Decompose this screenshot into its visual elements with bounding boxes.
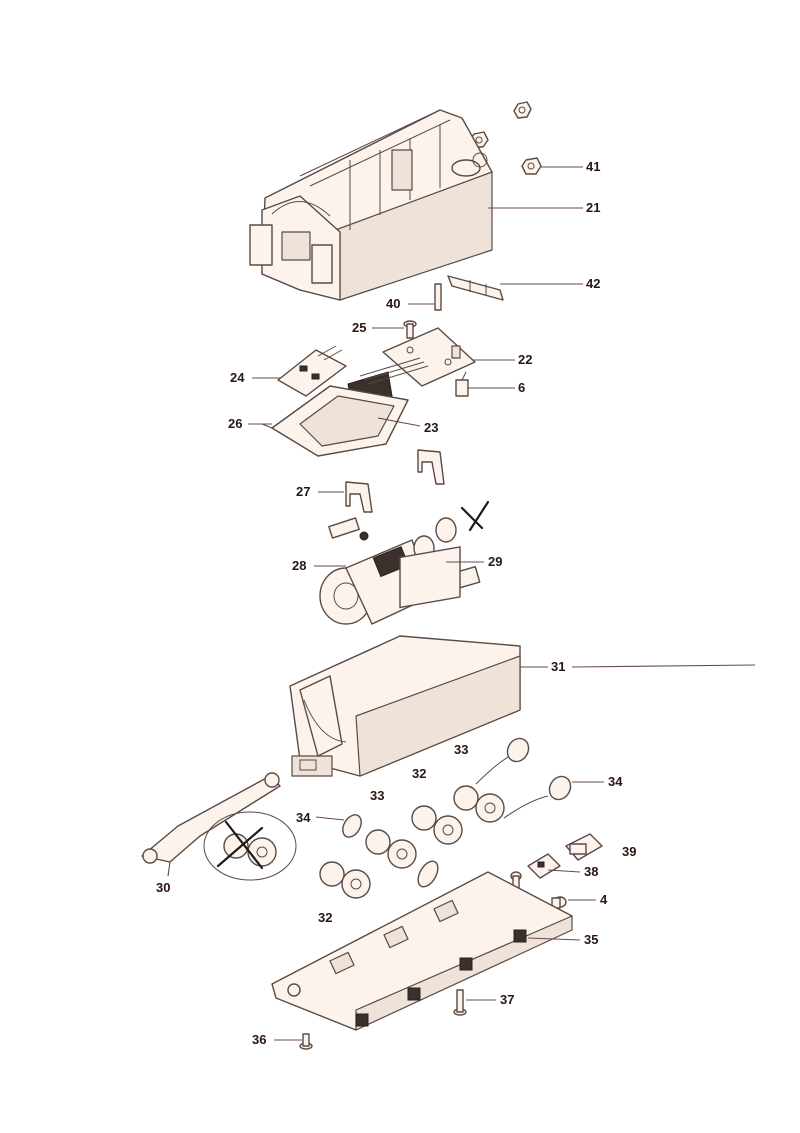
- label-24: 24: [230, 370, 245, 385]
- part-31-chassis: [289, 546, 521, 777]
- label-36: 36: [252, 1032, 266, 1047]
- label-37: 37: [500, 992, 514, 1007]
- part-37-screw: [453, 989, 467, 1016]
- label-32-upper: 32: [412, 766, 426, 781]
- wheelset-32-upper: [411, 805, 463, 845]
- label-33-right: 33: [454, 742, 468, 757]
- label-26: 26: [228, 416, 242, 431]
- wheelset-33-center: [365, 829, 439, 888]
- wheelset-33-right: [453, 753, 515, 823]
- label-30: 30: [156, 880, 170, 895]
- part-4-screws: [510, 871, 567, 909]
- label-22: 22: [518, 352, 532, 367]
- label-31: 31: [551, 659, 565, 674]
- label-23: 23: [424, 420, 438, 435]
- part-42-bracket: [447, 275, 504, 301]
- crossed-out-part-top: [460, 500, 490, 532]
- wheelset-left-circled: [203, 811, 297, 881]
- label-34-right: 34: [608, 774, 623, 789]
- label-25: 25: [352, 320, 366, 335]
- part-21-body-shell: [249, 109, 493, 301]
- part-labels: 41 21 42 40 25 22 24 6 26 23 27 28 29 31…: [156, 159, 636, 1047]
- leader-lines: [167, 166, 756, 1041]
- label-4: 4: [600, 892, 608, 907]
- part-24-decoder-board: [277, 345, 347, 397]
- label-41: 41: [586, 159, 600, 174]
- label-35: 35: [584, 932, 598, 947]
- label-40: 40: [386, 296, 400, 311]
- part-34-traction-tires: [342, 737, 572, 838]
- part-40-pin: [434, 283, 442, 311]
- label-42: 42: [586, 276, 600, 291]
- label-34-left: 34: [296, 810, 311, 825]
- label-29: 29: [488, 554, 502, 569]
- label-39: 39: [622, 844, 636, 859]
- part-35-base-plate: [271, 871, 573, 1031]
- part-6-contact: [455, 371, 469, 397]
- label-33-center: 33: [370, 788, 384, 803]
- part-26-tray: [261, 385, 409, 457]
- part-36-screw: [299, 1033, 313, 1050]
- label-6: 6: [518, 380, 525, 395]
- label-28: 28: [292, 558, 306, 573]
- part-22-circuit-board: [382, 327, 476, 387]
- label-27: 27: [296, 484, 310, 499]
- label-21: 21: [586, 200, 600, 215]
- part-25-screw: [403, 320, 417, 339]
- part-39-front-coupler: [565, 833, 603, 861]
- wheelset-lower-32: [319, 861, 371, 899]
- label-38: 38: [584, 864, 598, 879]
- part-27-clips: [345, 449, 445, 513]
- label-32-lower: 32: [318, 910, 332, 925]
- part-38-bracket: [527, 853, 561, 879]
